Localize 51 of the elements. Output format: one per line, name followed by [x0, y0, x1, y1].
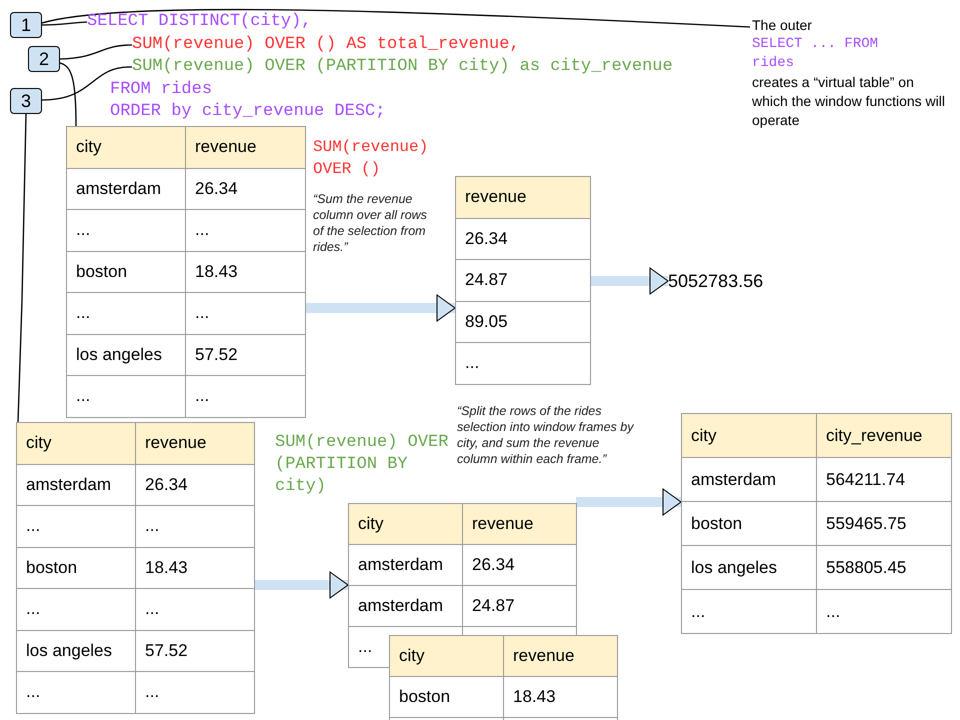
leader-line: [17, 114, 27, 422]
code-line: ORDER by city_revenue DESC;: [110, 101, 386, 123]
arrow: [254, 572, 348, 598]
table-cell: ...: [16, 671, 136, 714]
header-cell: revenue: [462, 503, 577, 545]
header-cell: city: [348, 503, 463, 545]
callout-number: 2: [28, 46, 60, 72]
code-line: SELECT DISTINCT(city),: [87, 11, 327, 33]
header-cell: city: [389, 635, 504, 677]
explanation-text: “Sum the revenue column over all rows of the selection from rides.”: [313, 191, 428, 255]
data-table: [66, 126, 305, 416]
note-text: creates a “virtual table” on which the window functions will operate: [752, 73, 946, 130]
function-caption: SUM(revenue) OVER (): [313, 137, 430, 180]
header-cell: revenue: [503, 635, 618, 677]
table-cell: 89.05: [455, 300, 591, 343]
header-cell: revenue: [135, 422, 255, 464]
arrow: [590, 268, 668, 294]
table-cell: 26.34: [455, 218, 591, 260]
code-line: SUM(revenue) OVER (PARTITION BY city) as city_revenue: [132, 56, 742, 78]
note-text: The outer: [752, 16, 813, 35]
leader-line: [42, 66, 132, 101]
header-cell: city: [681, 413, 817, 458]
code-snippet: SELECT ... FROM rides: [752, 35, 880, 73]
table-cell: 24.87: [455, 259, 591, 302]
data-table: [681, 413, 951, 633]
table-cell: ...: [66, 375, 186, 418]
code-line: SUM(revenue) OVER () AS total_revenue,: [132, 34, 552, 56]
explanation-text: “Split the rows of the rides selection into window frames by city, and sum the revenue column within each frame.”: [457, 403, 635, 467]
leader-line: [60, 44, 132, 60]
header-cell: city: [16, 422, 136, 464]
function-caption: SUM(revenue) OVER (PARTITION BY city): [275, 432, 450, 498]
data-table: [455, 176, 590, 384]
arrow: [305, 294, 456, 322]
leader-line: [42, 21, 88, 26]
table-cell: ...: [135, 671, 255, 714]
header-cell: city: [66, 126, 186, 168]
callout-number: 3: [10, 88, 42, 114]
leader-line: [60, 62, 77, 126]
table-cell: ...: [681, 589, 817, 634]
header-cell: revenue: [455, 176, 591, 218]
arrow: [576, 488, 682, 516]
data-table: [16, 422, 254, 712]
table-cell: ...: [455, 342, 591, 384]
code-line: FROM rides: [110, 79, 212, 101]
table-cell: ...: [816, 589, 952, 634]
result-value: 5052783.56: [668, 268, 778, 294]
callout-number: 1: [10, 12, 42, 38]
table-cell: ...: [185, 375, 306, 418]
header-cell: city_revenue: [816, 413, 952, 458]
leader-line: [42, 8, 750, 28]
header-cell: revenue: [185, 126, 306, 168]
